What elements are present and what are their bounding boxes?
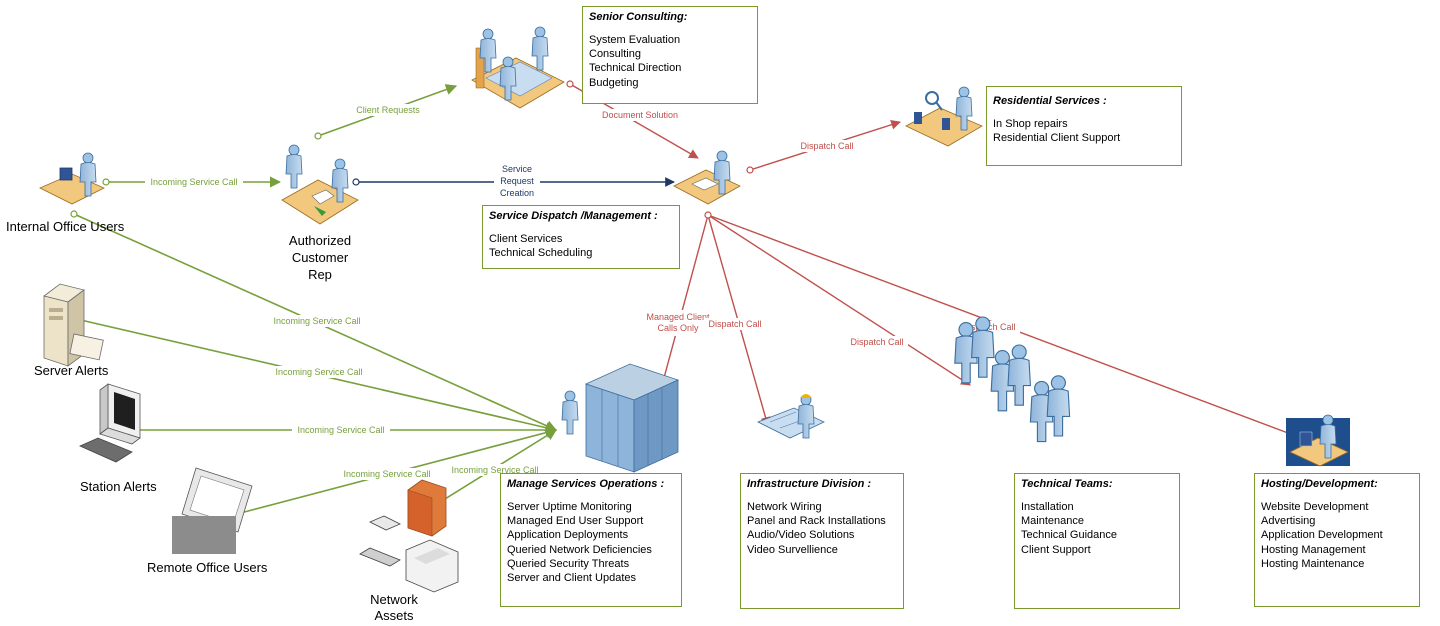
edge-label-document-solution: Document Solution: [602, 110, 678, 120]
authorized-customer-rep-label: Authorized Customer Rep: [270, 232, 370, 283]
meeting-table-icon: [471, 26, 565, 109]
dispatch-desk-icon: [673, 150, 741, 205]
hosting-development-box: Hosting/Development: Website Development…: [1254, 473, 1420, 607]
technical-teams-item: Installation: [1021, 501, 1074, 513]
server-alerts-label: Server Alerts: [34, 363, 109, 378]
senior-consulting-item: Consulting: [589, 48, 641, 61]
edge-internal-to-rep: Incoming Service Call: [102, 176, 282, 188]
server-tower-icon: [43, 283, 104, 367]
hosting-development-item: Website Development: [1261, 501, 1369, 513]
hosting-development-title: Hosting/Development:: [1261, 478, 1378, 490]
repair-bench-icon: [905, 86, 983, 147]
senior-consulting-item: System Evaluation: [589, 34, 681, 46]
technical-teams-item: Technical Guidance: [1021, 529, 1118, 542]
network-assets-icon: [359, 479, 459, 593]
infrastructure-item: Audio/Video Solutions: [747, 529, 855, 542]
edge-label-creation: Creation: [500, 188, 534, 198]
edge-label-client-requests: Client Requests: [356, 105, 420, 115]
internal-office-users-label: Internal Office Users: [6, 219, 125, 234]
manage-services-box: Manage Services Operations : Server Upti…: [500, 473, 682, 607]
edge-label-dispatch-infra: Dispatch Call: [708, 319, 761, 329]
edge-dispatch-residential: Dispatch Call: [746, 120, 901, 174]
residential-services-box: Residential Services : In Shop repairs R…: [986, 86, 1182, 166]
infrastructure-item: Network Wiring: [747, 501, 822, 513]
rep-label-line-2: Customer: [291, 250, 349, 265]
manage-services-title: Manage Services Operations :: [507, 478, 665, 490]
infrastructure-box: Infrastructure Division : Network Wiring…: [740, 473, 904, 609]
residential-services-title: Residential Services :: [993, 95, 1107, 107]
edge-label-incoming-2: Incoming Service Call: [273, 316, 360, 326]
infrastructure-item: Video Survellience: [747, 543, 838, 556]
senior-consulting-item: Technical Direction: [589, 62, 682, 75]
service-dispatch-title: Service Dispatch /Management :: [489, 210, 658, 222]
edge-label-dispatch-residential: Dispatch Call: [800, 141, 853, 151]
technical-teams-item: Client Support: [1021, 543, 1091, 556]
edge-label-incoming-5: Incoming Service Call: [343, 469, 430, 479]
network-assets-label: Network Assets: [362, 592, 426, 624]
edge-label-managed-client: Managed Client: [646, 312, 710, 322]
manage-services-item: Queried Network Deficiencies: [507, 543, 652, 556]
station-alerts-label: Station Alerts: [80, 479, 157, 494]
desktop-computer-icon: [79, 383, 141, 463]
residential-services-item: Residential Client Support: [993, 132, 1121, 145]
remote-office-users-label: Remote Office Users: [147, 560, 268, 575]
hosting-development-item: Advertising: [1261, 515, 1316, 528]
senior-consulting-title: Senior Consulting:: [589, 11, 688, 23]
technical-team-icon: [954, 316, 1071, 443]
manage-services-item: Application Deployments: [507, 529, 629, 542]
residential-services-item: In Shop repairs: [993, 118, 1068, 130]
network-assets-line-2: Assets: [374, 608, 414, 623]
technical-teams-item: Maintenance: [1021, 515, 1084, 528]
developer-icon: [1286, 414, 1350, 467]
technical-teams-title: Technical Teams:: [1021, 478, 1113, 490]
server-rack-icon: [561, 363, 680, 473]
edge-label-calls-only: Calls Only: [657, 323, 699, 333]
senior-consulting-box: Senior Consulting: System Evaluation Con…: [582, 6, 758, 104]
edge-service-request: Service Request Creation: [352, 163, 675, 199]
service-dispatch-item: Client Services: [489, 233, 563, 245]
edge-label-request: Request: [500, 176, 534, 186]
infrastructure-item: Panel and Rack Installations: [747, 515, 886, 528]
edge-label-incoming-1: Incoming Service Call: [150, 177, 237, 187]
rep-label-line-3: Rep: [308, 267, 332, 282]
edge-label-service: Service: [502, 164, 532, 174]
rep-label-line-1: Authorized: [288, 233, 352, 248]
engineer-icon: [757, 394, 825, 439]
hosting-development-item: Application Development: [1261, 529, 1383, 542]
edge-client-requests: Client Requests: [314, 84, 458, 140]
manage-services-item: Managed End User Support: [507, 515, 644, 528]
edge-label-incoming-6: Incoming Service Call: [451, 465, 538, 475]
edge-label-dispatch-tech: Dispatch Call: [850, 337, 903, 347]
technical-teams-box: Technical Teams: Installation Maintenanc…: [1014, 473, 1180, 609]
laptop-icon: [172, 467, 253, 554]
manage-services-item: Queried Security Threats: [507, 557, 630, 570]
manage-services-item: Server Uptime Monitoring: [507, 501, 632, 513]
infrastructure-title: Infrastructure Division :: [747, 478, 872, 490]
senior-consulting-item: Budgeting: [589, 76, 639, 89]
hosting-development-item: Hosting Maintenance: [1261, 557, 1365, 570]
hosting-development-item: Hosting Management: [1261, 543, 1366, 556]
network-assets-line-1: Network: [370, 592, 418, 607]
edge-label-incoming-3: Incoming Service Call: [275, 367, 362, 377]
office-worker-icon: [39, 152, 105, 205]
manage-services-item: Server and Client Updates: [507, 572, 637, 585]
customer-rep-icon: [281, 144, 359, 225]
edge-incoming-managed: Incoming Service Call Incoming Service C…: [68, 210, 558, 524]
edge-label-incoming-4: Incoming Service Call: [297, 425, 384, 435]
service-dispatch-box: Service Dispatch /Management : Client Se…: [482, 205, 680, 269]
service-dispatch-item: Technical Scheduling: [489, 247, 593, 260]
